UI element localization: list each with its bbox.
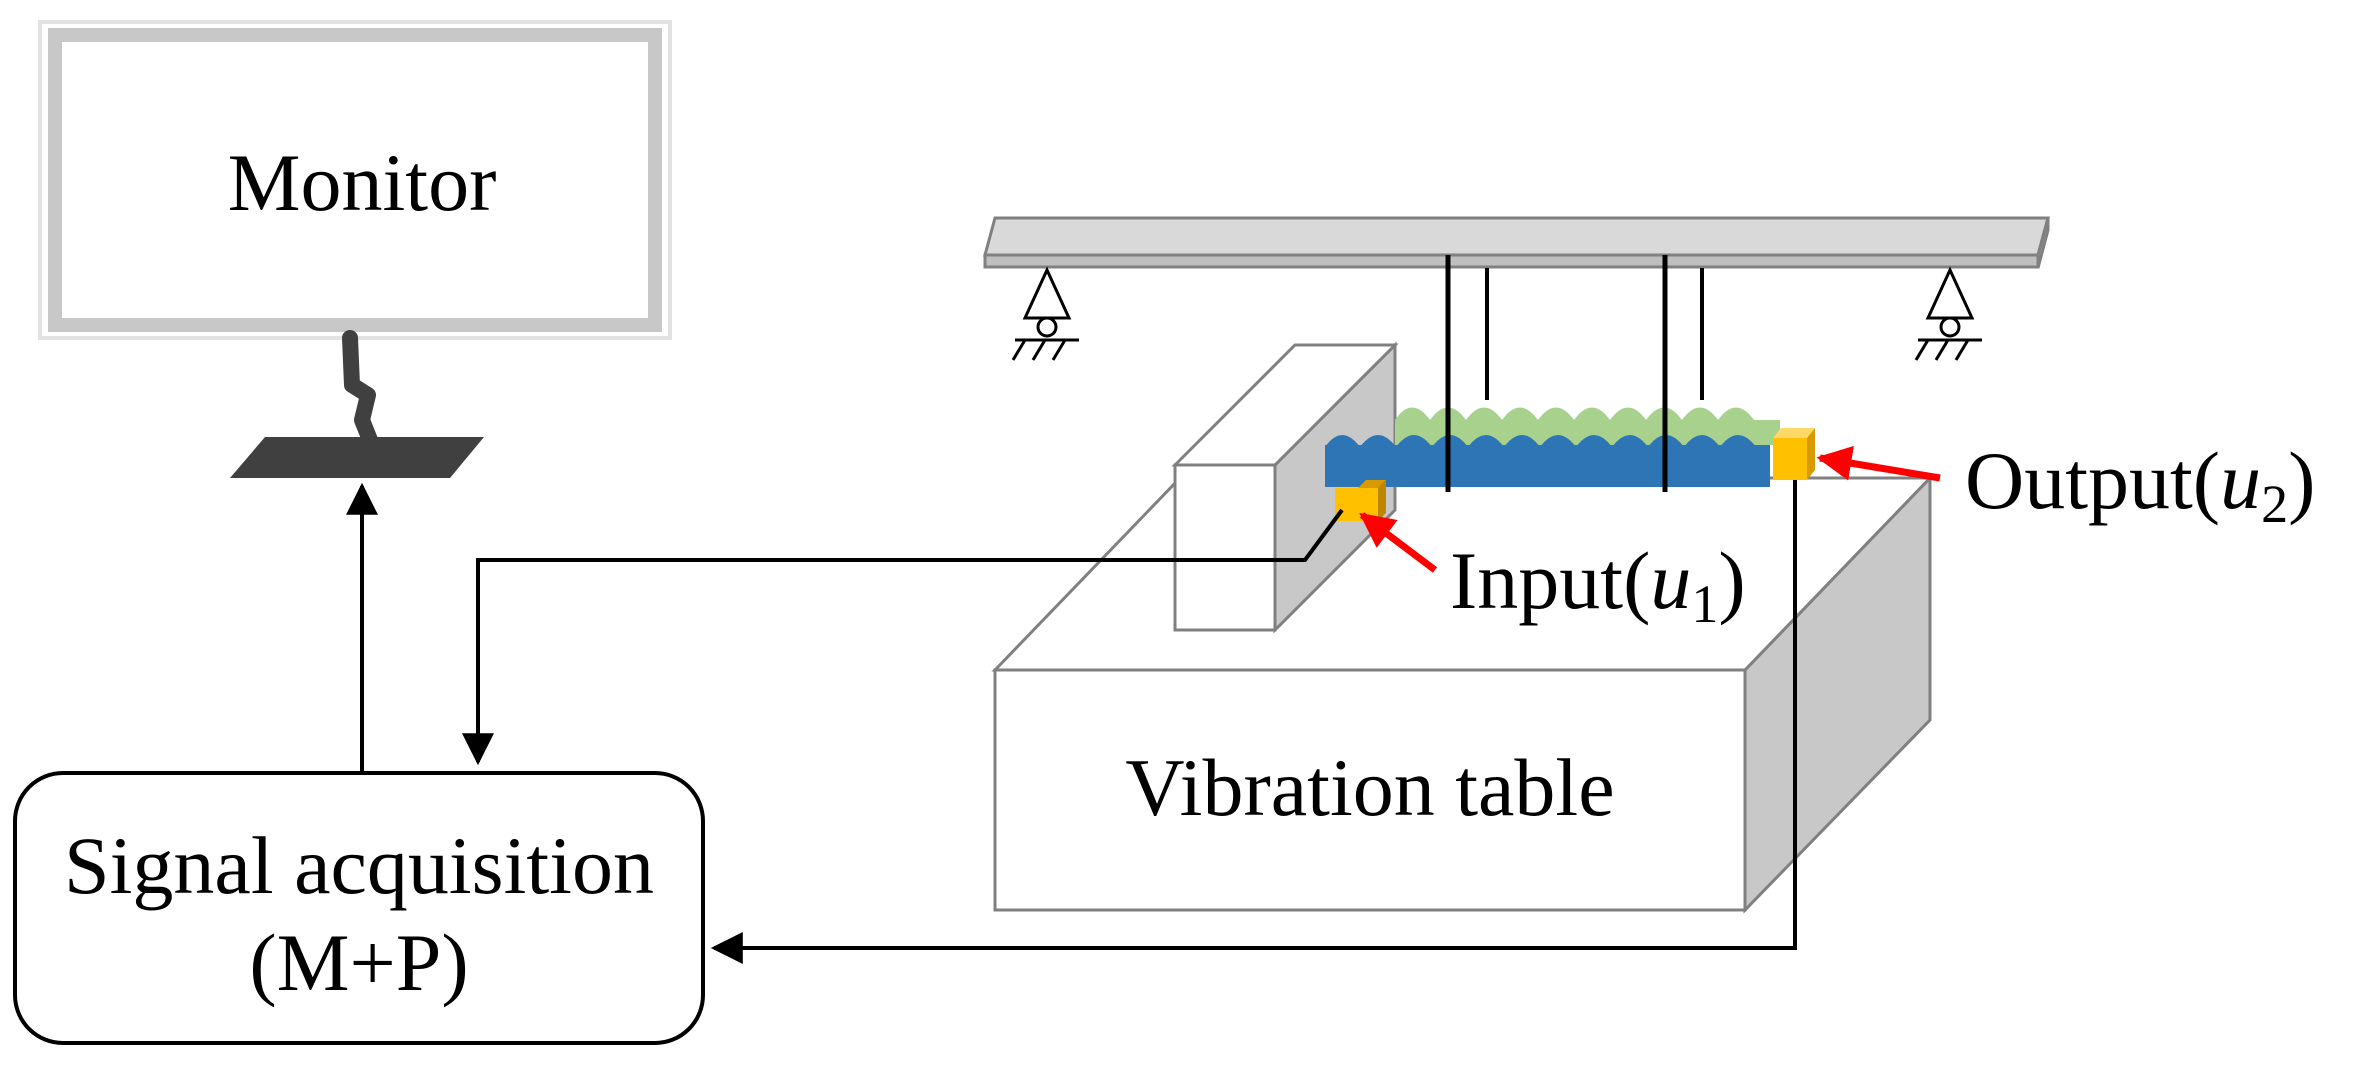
monitor-label: Monitor — [228, 137, 497, 228]
output-signal-wire — [710, 480, 1797, 964]
clamp-block — [1171, 341, 1399, 634]
suspension-strings — [1445, 255, 1704, 492]
signal-acquisition-model: (M+P) — [249, 917, 468, 1008]
input-pointer-arrow — [1359, 512, 1438, 573]
signal-acquisition-box — [13, 771, 705, 1045]
beam-wave-back — [1395, 407, 1780, 445]
monitor-screen — [48, 28, 662, 332]
input-signal-wire — [462, 508, 1344, 766]
signal-acquisition-label: Signal acquisition — [64, 820, 654, 911]
output-label: Output(u2) — [1965, 435, 2315, 534]
input-sensor — [1335, 480, 1386, 521]
monitor: Monitor — [38, 20, 672, 478]
left-support — [1011, 266, 1079, 361]
monitor-stand — [342, 330, 378, 448]
right-support — [1914, 266, 1982, 361]
beam-wave-front — [1325, 435, 1770, 460]
vibration-table-label: Vibration table — [1125, 742, 1614, 833]
output-sensor — [1773, 428, 1815, 480]
signal-acquisition: Signal acquisition (M+P) — [13, 771, 705, 1045]
table-front-face — [993, 668, 1747, 912]
clamp-front-face — [1173, 463, 1277, 632]
monitor-base — [230, 437, 484, 478]
suspension-beam — [983, 216, 2050, 361]
input-label: Input(u1) — [1450, 535, 1746, 634]
test-beam — [1325, 407, 1780, 487]
beam-plank-top — [983, 216, 2050, 257]
output-pointer-arrow — [1816, 445, 1941, 482]
